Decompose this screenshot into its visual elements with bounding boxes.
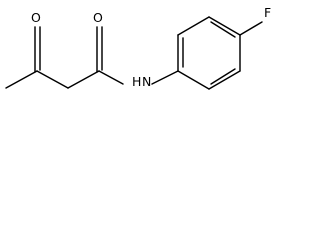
bond-methyl-c2	[5, 70, 38, 89]
ring-bond-3	[208, 16, 241, 36]
ring-bond-5	[208, 70, 241, 90]
ring-inner-double-bottom	[210, 68, 236, 85]
bond-ring-fluorine	[239, 21, 263, 36]
ring-bond-2	[177, 16, 210, 36]
ring-inner-double-top	[210, 21, 236, 38]
chemical-structure-diagram: O O N H F	[5, 5, 271, 90]
bond-methylene-amide-carbon	[67, 70, 100, 89]
bond-c2-methylene	[36, 70, 69, 89]
bond-nitrogen-ring	[151, 70, 179, 85]
ring-bond-6	[177, 70, 210, 90]
ketone-oxygen-label: O	[31, 10, 41, 25]
fluorine-label: F	[264, 5, 271, 20]
bond-amide-carbon-nitrogen	[98, 70, 124, 85]
amide-hydrogen-label: H	[132, 74, 141, 89]
amide-oxygen-label: O	[93, 10, 103, 25]
amide-nitrogen-label: N	[142, 74, 151, 89]
